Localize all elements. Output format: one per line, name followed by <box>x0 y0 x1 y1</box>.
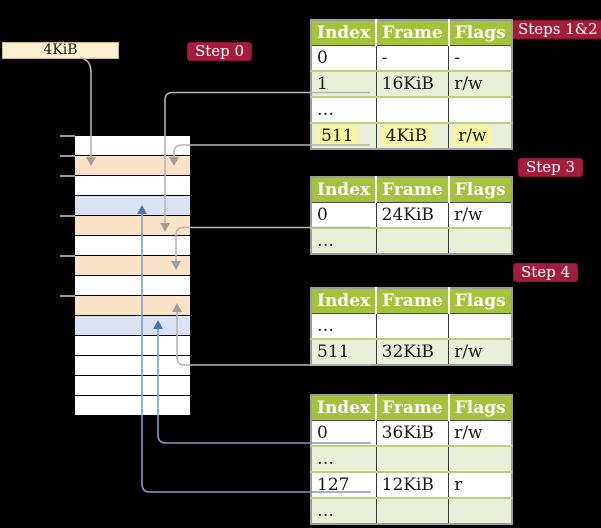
memory-frame-row-blue <box>75 196 190 216</box>
table-cell: - <box>448 45 512 71</box>
table-cell: 24KiB <box>376 202 450 228</box>
table-cell: 127 <box>311 471 377 498</box>
table-row: … <box>311 497 512 524</box>
column-header: Frame <box>376 20 450 46</box>
badge-step-3: Step 3 <box>518 158 584 177</box>
memory-frame-row-white <box>75 376 190 396</box>
table-cell: - <box>376 45 450 71</box>
memory-frame-row-white <box>75 356 190 376</box>
table-row: … <box>311 227 512 254</box>
memory-frame-row-peach <box>75 216 190 236</box>
column-header: Index <box>311 395 378 421</box>
table-cell <box>448 96 512 123</box>
memory-frame-row-white <box>75 236 190 256</box>
table-cell: 36KiB <box>376 420 450 446</box>
address-tick <box>60 215 75 217</box>
table-cell: … <box>311 227 377 254</box>
table-cell: 511 <box>311 122 377 149</box>
badge-step-4: Step 4 <box>513 263 579 282</box>
table-cell: … <box>311 445 377 472</box>
table-cell: r/w <box>448 122 512 149</box>
column-header: Flags <box>448 288 512 314</box>
table-cell: 511 <box>311 338 377 365</box>
table-cell <box>448 445 512 472</box>
column-header: Frame <box>376 177 450 203</box>
table-cell: r/w <box>448 338 512 365</box>
table-cell: r <box>448 471 512 498</box>
table-cell: r/w <box>448 70 512 97</box>
column-header: Frame <box>376 288 450 314</box>
address-tick <box>60 255 75 257</box>
table-cell: … <box>311 497 377 524</box>
cr3-pointer-box: 4KiB <box>2 42 119 59</box>
memory-frame-row-peach <box>75 296 190 316</box>
table-cell: 12KiB <box>376 471 450 498</box>
table-cell <box>376 313 450 339</box>
table-cell <box>448 497 512 524</box>
table-cell: 0 <box>311 202 377 228</box>
table-cell: 1 <box>311 70 377 97</box>
table-cell <box>448 227 512 254</box>
table-cell: … <box>311 96 377 123</box>
table-row: … <box>311 445 512 472</box>
table-row: 0-- <box>311 45 512 71</box>
memory-frame-row-white <box>75 336 190 356</box>
table-cell: 32KiB <box>376 338 450 365</box>
memory-frame-row-peach <box>75 156 190 176</box>
address-tick <box>60 155 75 157</box>
address-tick <box>60 175 75 177</box>
table-cell: r/w <box>448 420 512 446</box>
table-cell: r/w <box>448 202 512 228</box>
memory-frame-row-white <box>75 176 190 196</box>
memory-frame-row-white <box>75 136 190 156</box>
memory-frame-row-white <box>75 276 190 296</box>
badge-step-0: Step 0 <box>187 42 253 61</box>
column-header: Flags <box>448 20 512 46</box>
column-header: Flags <box>448 177 512 203</box>
column-header: Frame <box>376 395 450 421</box>
highlighted-value: 511 <box>317 126 358 146</box>
table-cell: 4KiB <box>376 122 450 149</box>
physical-memory-column <box>75 136 190 416</box>
table-cell <box>376 96 450 123</box>
table-row: … <box>311 313 512 339</box>
memory-frame-row-blue <box>75 316 190 336</box>
table-cell <box>376 445 450 472</box>
column-header: Index <box>311 288 378 314</box>
table-cell <box>448 313 512 339</box>
highlighted-value: r/w <box>454 126 491 146</box>
highlighted-value: 4KiB <box>381 126 432 146</box>
address-tick <box>60 295 75 297</box>
table-cell <box>376 497 450 524</box>
table-row: … <box>311 96 512 123</box>
column-header: Index <box>311 177 378 203</box>
column-header: Index <box>311 20 378 46</box>
table-cell: 16KiB <box>376 70 450 97</box>
table-cell: 0 <box>311 420 377 446</box>
table-cell: 0 <box>311 45 377 71</box>
table-cell <box>376 227 450 254</box>
table-row: 511 4KiB r/w <box>311 122 512 149</box>
table-cell: … <box>311 313 377 339</box>
badge-steps-1-2: Steps 1&2 <box>510 20 601 39</box>
column-header: Flags <box>448 395 512 421</box>
address-tick <box>60 135 75 137</box>
memory-frame-row-white <box>75 396 190 416</box>
memory-frame-row-peach <box>75 256 190 276</box>
